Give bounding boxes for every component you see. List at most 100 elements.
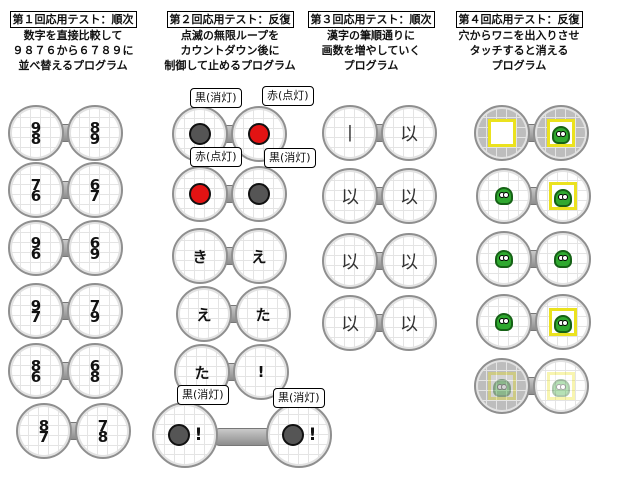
black-lamp xyxy=(167,424,190,446)
crocodile-icon xyxy=(495,187,513,205)
left-lens: 以 xyxy=(322,168,378,224)
red-lamp xyxy=(248,123,270,145)
hole-frame xyxy=(549,308,577,336)
status-bubble: 黒(消灯) xyxy=(264,148,316,168)
digit-bottom: 7 xyxy=(30,308,42,326)
col2-desc-1: 点滅の無限ループを xyxy=(180,29,280,42)
crocodile-icon xyxy=(554,315,572,333)
digit-bottom: 6 xyxy=(30,187,42,205)
col3-desc-1: 漢字の筆順通りに xyxy=(327,29,415,42)
digit-top: 9 xyxy=(30,297,42,315)
hole-frame xyxy=(488,372,516,400)
kana-char: た xyxy=(194,363,210,382)
final-lamp-pair: ! ! xyxy=(152,402,332,470)
col2-header: 第２回応用テスト：反復 点滅の無限ループを カウントダウン後に 制御して止めるプ… xyxy=(150,11,310,73)
col2-desc-2: カウントダウン後に xyxy=(180,44,280,57)
left-lens: ! xyxy=(152,402,218,468)
kanji-pair: 以 以 xyxy=(322,233,437,289)
kanji-pair: 以 以 xyxy=(322,295,437,351)
status-bubble: 赤(点灯) xyxy=(190,147,242,167)
right-lens: ! xyxy=(266,402,332,468)
black-lamp xyxy=(248,183,270,205)
right-lens: 以 xyxy=(381,168,437,224)
status-bubble: 黒(消灯) xyxy=(190,88,242,108)
left-lens: 以 xyxy=(322,233,378,289)
black-lamp xyxy=(189,123,211,145)
crocodile-icon xyxy=(495,313,513,331)
col1-header: 第１回応用テスト：順次 数字を直接比較して ９８７６から６７８９に 並べ替えるプ… xyxy=(2,11,144,73)
col4-header: 第４回応用テスト：反復 穴からワニを出入りさせ タッチすると消える プログラム xyxy=(444,11,594,73)
black-lamp xyxy=(281,424,304,446)
col4-desc-1: 穴からワニを出入りさせ xyxy=(458,29,580,42)
crocodile-icon xyxy=(495,250,513,268)
col3-title: 第３回応用テスト：順次 xyxy=(307,11,435,28)
digit-bottom: 6 xyxy=(30,245,42,263)
digit-bottom: 7 xyxy=(89,187,101,205)
col2-title: 第２回応用テスト：反復 xyxy=(166,11,294,28)
right-lens: 以 xyxy=(381,295,437,351)
kana-char: え xyxy=(196,305,212,324)
kanji-stroke: 丨 xyxy=(341,124,359,145)
right-lens xyxy=(231,166,287,222)
left-lens xyxy=(476,231,532,287)
col4-desc-3: プログラム xyxy=(491,59,547,72)
left-lens xyxy=(476,168,532,224)
kana-pair: え た xyxy=(176,286,291,342)
digit-top: 6 xyxy=(89,234,101,252)
digit-top: 7 xyxy=(30,176,42,194)
left-lens xyxy=(172,166,228,222)
digit-bottom: 9 xyxy=(89,308,101,326)
crocodile-icon xyxy=(554,250,572,268)
left-lens xyxy=(474,105,530,161)
kana-char: ! xyxy=(257,363,265,381)
crocodile-icon xyxy=(493,379,511,397)
status-bubble: 黒(消灯) xyxy=(177,385,229,405)
digit-top: 8 xyxy=(30,357,42,375)
digit-bottom: 9 xyxy=(89,130,101,148)
crocodile-icon xyxy=(552,126,570,144)
kana-pair: き え xyxy=(172,228,287,284)
kanji-pair: 以 以 xyxy=(322,168,437,224)
col3-header: 第３回応用テスト：順次 漢字の筆順通りに 画数を増やしていく プログラム xyxy=(302,11,440,73)
hole-frame xyxy=(547,119,575,147)
digit-bottom: 7 xyxy=(38,428,50,446)
col3-desc-2: 画数を増やしていく xyxy=(321,44,421,57)
croc-pair xyxy=(476,168,591,224)
left-lens: き xyxy=(172,228,228,284)
status-bubble: 黒(消灯) xyxy=(273,388,325,408)
left-lens: え xyxy=(176,286,232,342)
digit-bottom: 9 xyxy=(89,245,101,263)
kana-char: き xyxy=(192,247,208,266)
left-lens: 以 xyxy=(322,295,378,351)
kana-char: た xyxy=(255,305,271,324)
exclamation-mark: ! xyxy=(194,425,203,445)
col3-desc-3: プログラム xyxy=(343,59,399,72)
left-lens: 丨 xyxy=(322,105,378,161)
digit-top: 6 xyxy=(89,176,101,194)
status-bubble: 赤(点灯) xyxy=(262,86,314,106)
kanji-stroke: 以 xyxy=(341,252,359,273)
red-lamp xyxy=(189,183,211,205)
digit-top: 7 xyxy=(97,417,109,435)
col1-desc-1: 数字を直接比較して xyxy=(23,29,123,42)
kanji-stroke: 以 xyxy=(400,124,418,145)
right-lens xyxy=(535,168,591,224)
croc-pair xyxy=(474,105,589,161)
exclamation-mark: ! xyxy=(308,425,317,445)
hole-frame xyxy=(547,372,575,400)
crocodile-icon xyxy=(552,379,570,397)
kanji-stroke: 以 xyxy=(341,187,359,208)
